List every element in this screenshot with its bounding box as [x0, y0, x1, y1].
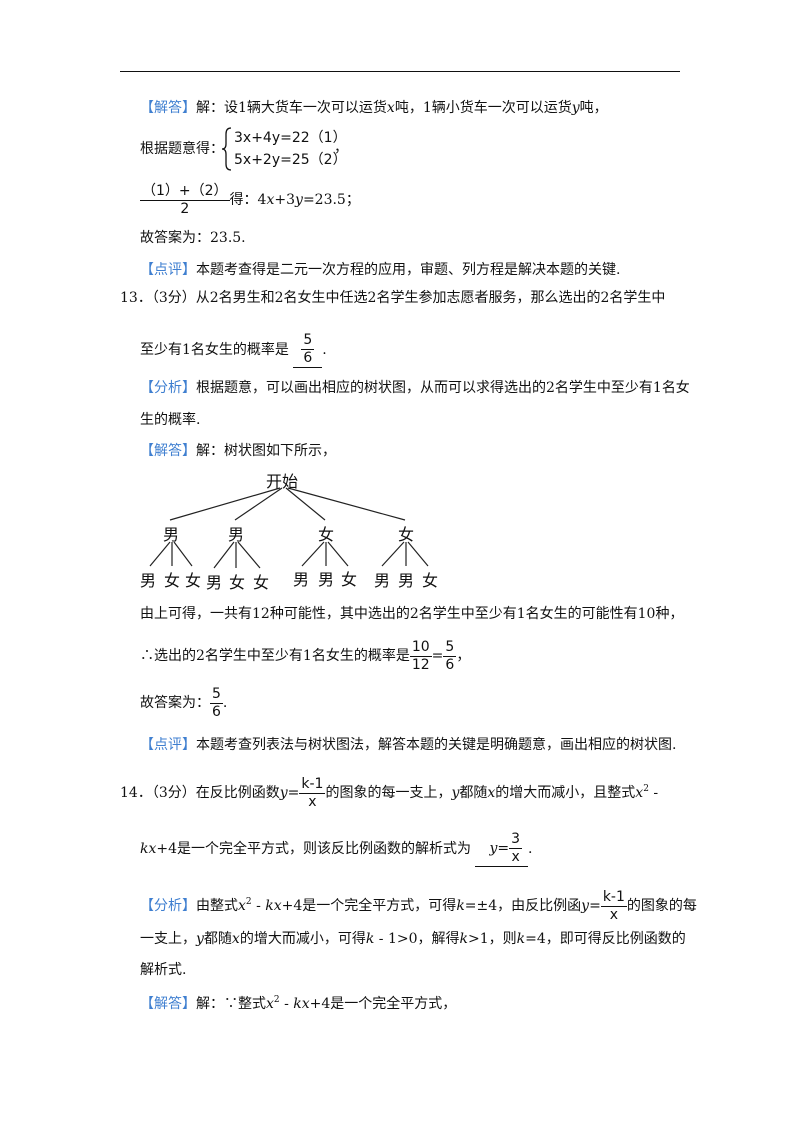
tree-leaf: 男 — [293, 570, 310, 589]
q14-analysis-line2: 一支上，y都随x的增大而减小，可得k - 1>0，解得k>1，则k=4，即可得反… — [140, 931, 686, 947]
tree-leaf: 男 — [374, 571, 391, 590]
q12-answer-line: 【解答】解：设1辆大货车一次可以运货x吨，1辆小货车一次可以运货y吨， — [140, 100, 608, 116]
tree-diagram: 开始 男 男 女 女 男 女 女 男 女 女 男 男 女 男 男 女 — [140, 466, 460, 592]
q13-analysis-line2: 生的概率. — [140, 412, 201, 428]
tree-lines — [149, 487, 429, 569]
tree-node: 女 — [318, 525, 335, 544]
tree-leaf: 女 — [341, 570, 358, 589]
answer-tag: 【解答】 — [140, 996, 196, 1012]
tree-leaf: 男 — [206, 573, 223, 592]
header-rule — [120, 71, 680, 72]
q14-answer-line: 【解答】解：∵整式x2 - kx+4是一个完全平方式， — [140, 995, 457, 1012]
review-tag: 【点评】 — [140, 262, 196, 278]
fraction: （1）+（2）2 — [140, 182, 230, 217]
tree-leaf: 女 — [422, 571, 439, 590]
q13-result-line1: 由上可得，一共有12种可能性，其中选出的2名学生中至少有1名女生的可能性有10种… — [140, 606, 684, 622]
equation-1: 3x+4y=22（1） — [234, 130, 347, 146]
answer-tag: 【解答】 — [140, 100, 196, 116]
q12-review: 【点评】本题考查得是二元一次方程的应用，审题、列方程是解决本题的关键. — [140, 262, 621, 278]
tree-root: 开始 — [266, 472, 299, 491]
tree-node: 女 — [398, 525, 415, 544]
brace-icon — [222, 127, 232, 171]
tree-leaf: 女 — [185, 571, 202, 590]
q12-system-prefix: 根据题意得： — [140, 141, 224, 157]
q13-stem-line1: 13．（3分）从2名男生和2名女生中任选2名学生参加志愿者服务，那么选出的2名学… — [120, 290, 666, 306]
q13-review: 【点评】本题考查列表法与树状图法，解答本题的关键是明确题意，画出相应的树状图. — [140, 737, 677, 753]
equation-2: 5x+2y=25（2） — [234, 152, 347, 168]
review-tag: 【点评】 — [140, 737, 196, 753]
tree-node: 男 — [163, 525, 180, 544]
tree-node: 男 — [228, 525, 245, 544]
tree-leaf: 女 — [164, 571, 181, 590]
tree-leaf: 男 — [398, 571, 415, 590]
q14-analysis-line1: 【分析】由整式x2 - kx+4是一个完全平方式，可得k=±4，由反比例函y=k… — [140, 888, 697, 923]
q13-answer-intro: 【解答】解：树状图如下所示， — [140, 443, 336, 459]
q14-analysis-line3: 解析式. — [140, 962, 187, 978]
tree-leaf: 男 — [140, 571, 157, 590]
q13-analysis-line1: 【分析】根据题意，可以画出相应的树状图，从而可以求得选出的2名学生中至少有1名女 — [140, 380, 690, 396]
q12-conclusion: 故答案为：23.5. — [140, 230, 246, 246]
tree-leaf: 女 — [253, 573, 270, 592]
analysis-tag: 【分析】 — [140, 380, 196, 396]
tree-leaf: 女 — [229, 573, 246, 592]
tree-leaf: 男 — [318, 570, 335, 589]
analysis-tag: 【分析】 — [140, 898, 196, 914]
answer-tag: 【解答】 — [140, 443, 196, 459]
